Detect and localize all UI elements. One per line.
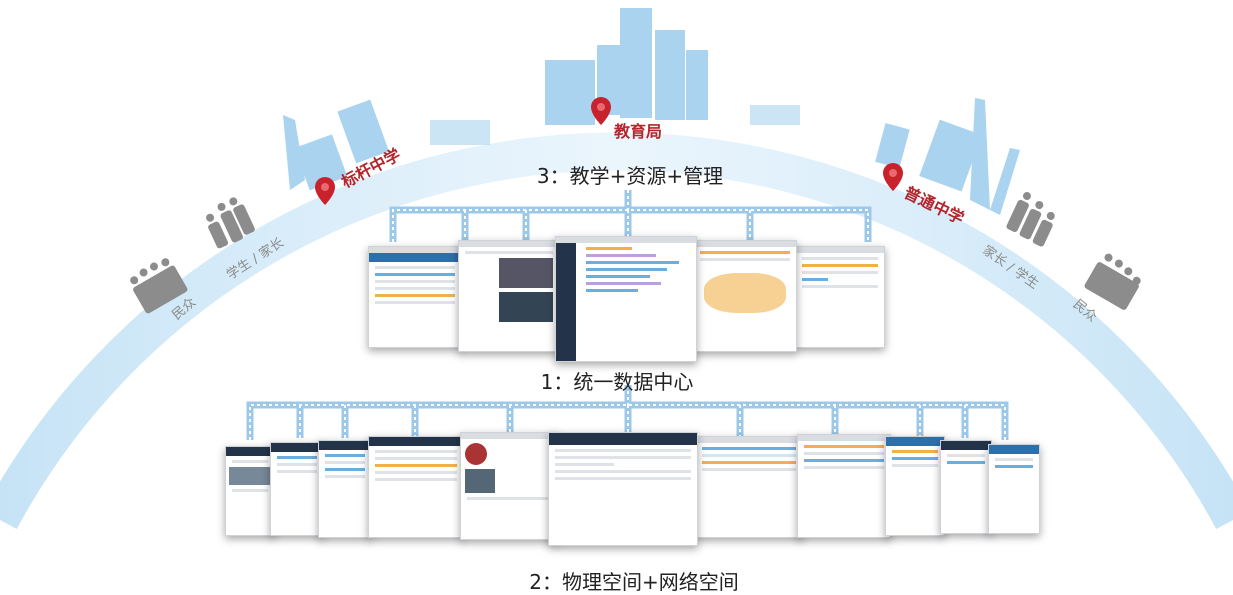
people-icon-group bbox=[130, 192, 1141, 314]
screenshot-mobile-6 bbox=[988, 444, 1040, 534]
location-education-bureau: 教育局 bbox=[614, 122, 663, 141]
screenshot-data-mid bbox=[695, 436, 803, 538]
pin-icon-right bbox=[883, 163, 903, 191]
screenshot-mobile-3 bbox=[318, 440, 372, 538]
screenshot-schedule bbox=[368, 246, 462, 348]
screenshot-mobile-4 bbox=[885, 436, 945, 536]
screenshot-dashboard bbox=[555, 236, 697, 362]
screenshot-charts bbox=[797, 434, 891, 538]
screenshot-news bbox=[460, 432, 558, 540]
connector-tree-top bbox=[389, 190, 872, 242]
screenshot-form bbox=[548, 432, 698, 546]
screenshot-mobile-2 bbox=[270, 442, 324, 536]
pin-icon-center bbox=[591, 97, 611, 125]
city-skyline bbox=[283, 8, 1020, 215]
level-1-label: 1：统一数据中心 bbox=[540, 370, 694, 394]
screenshot-resources bbox=[795, 246, 885, 348]
connector-tree-bottom bbox=[246, 385, 1009, 440]
screenshot-portal bbox=[458, 240, 560, 352]
screenshot-mobile-1 bbox=[225, 446, 275, 536]
arc-band bbox=[0, 132, 1233, 530]
level-2-label: 2：物理空间+网络空间 bbox=[529, 570, 739, 594]
level-3-label: 3：教学+资源+管理 bbox=[536, 164, 724, 188]
screenshot-table bbox=[368, 436, 464, 538]
pin-icon-left bbox=[315, 177, 335, 205]
screenshot-map bbox=[693, 240, 797, 352]
screenshot-mobile-5 bbox=[940, 440, 992, 534]
